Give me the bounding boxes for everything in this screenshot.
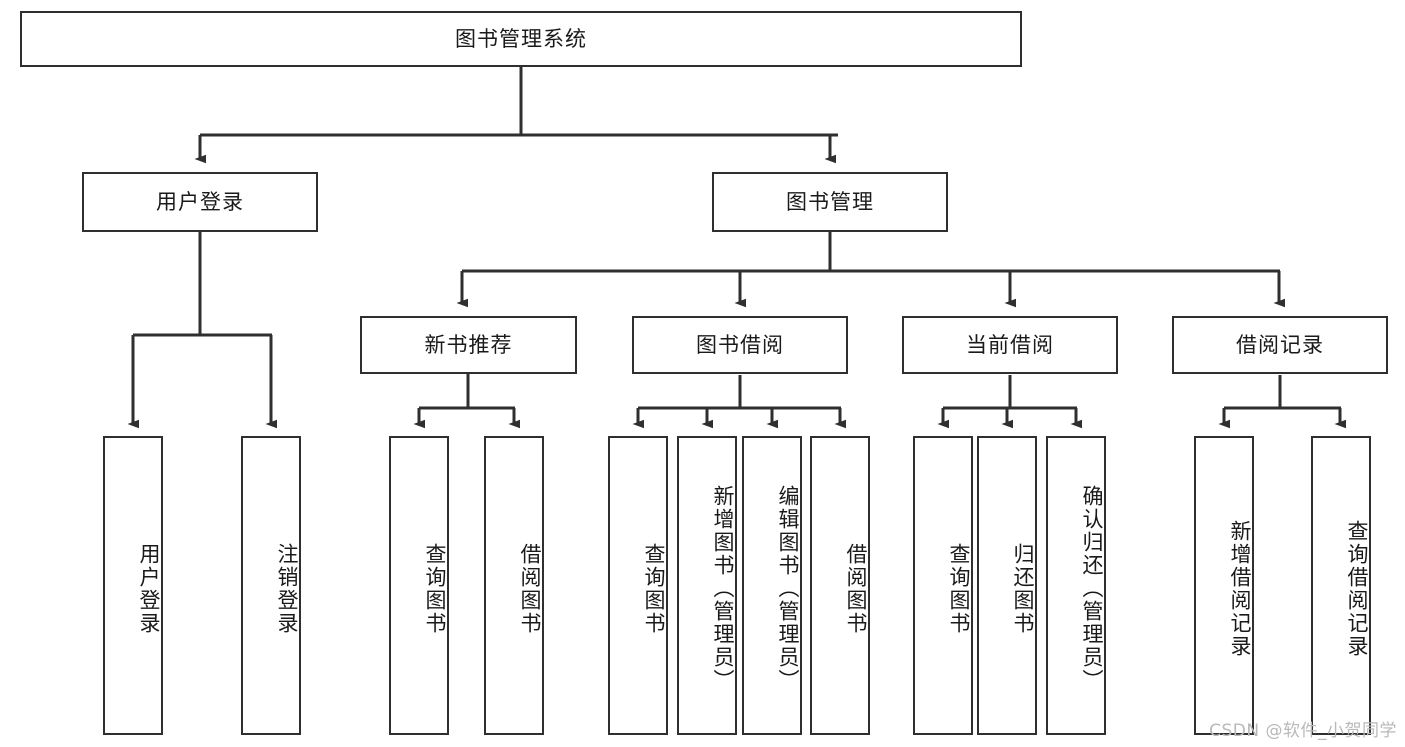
node-book-borrow-label: 图书借阅	[696, 332, 784, 357]
leaf-query-book-2[interactable]: 查询图书	[608, 436, 668, 735]
node-current-borrow[interactable]: 当前借阅	[902, 316, 1118, 374]
leaf-query-record-label: 查询借阅记录	[1345, 519, 1369, 658]
leaf-add-record-label: 新增借阅记录	[1228, 519, 1252, 658]
leaf-borrow-book-2-label: 借阅图书	[844, 542, 868, 635]
leaf-query-book-3[interactable]: 查询图书	[913, 436, 973, 735]
leaf-borrow-book-2[interactable]: 借阅图书	[810, 436, 870, 735]
leaf-borrow-book-1[interactable]: 借阅图书	[484, 436, 544, 735]
leaf-add-book[interactable]: 新增图书（管理员）	[677, 436, 737, 735]
leaf-return-book[interactable]: 归还图书	[977, 436, 1037, 735]
leaf-confirm-return[interactable]: 确认归还（管理员）	[1046, 436, 1106, 735]
node-book-manage[interactable]: 图书管理	[712, 172, 948, 232]
node-borrow-record[interactable]: 借阅记录	[1172, 316, 1388, 374]
watermark: CSDN @软件_小贺同学	[1209, 721, 1397, 741]
leaf-borrow-book-1-label: 借阅图书	[518, 542, 542, 635]
leaf-return-book-label: 归还图书	[1011, 542, 1035, 635]
leaf-add-record[interactable]: 新增借阅记录	[1194, 436, 1254, 735]
node-current-borrow-label: 当前借阅	[966, 332, 1054, 357]
leaf-add-book-label: 新增图书（管理员）	[711, 485, 735, 692]
leaf-confirm-return-label: 确认归还（管理员）	[1080, 485, 1104, 692]
node-user-login-label: 用户登录	[156, 189, 244, 214]
leaf-user-login[interactable]: 用户登录	[103, 436, 163, 735]
leaf-query-book-3-label: 查询图书	[947, 542, 971, 635]
leaf-logout[interactable]: 注销登录	[241, 436, 301, 735]
node-borrow-record-label: 借阅记录	[1236, 332, 1324, 357]
leaf-query-book-2-label: 查询图书	[642, 542, 666, 635]
leaf-edit-book-label: 编辑图书（管理员）	[776, 485, 800, 692]
leaf-query-book-1[interactable]: 查询图书	[389, 436, 449, 735]
leaf-query-record[interactable]: 查询借阅记录	[1311, 436, 1371, 735]
node-new-book-recommend[interactable]: 新书推荐	[360, 316, 577, 374]
leaf-query-book-1-label: 查询图书	[423, 542, 447, 635]
leaf-edit-book[interactable]: 编辑图书（管理员）	[742, 436, 802, 735]
leaf-user-login-label: 用户登录	[137, 542, 161, 635]
node-new-book-recommend-label: 新书推荐	[424, 332, 513, 357]
node-user-login[interactable]: 用户登录	[82, 172, 318, 232]
node-root-label: 图书管理系统	[455, 26, 587, 51]
node-root[interactable]: 图书管理系统	[20, 11, 1022, 67]
leaf-logout-label: 注销登录	[275, 542, 299, 635]
node-book-manage-label: 图书管理	[786, 189, 874, 214]
node-book-borrow[interactable]: 图书借阅	[632, 316, 848, 374]
